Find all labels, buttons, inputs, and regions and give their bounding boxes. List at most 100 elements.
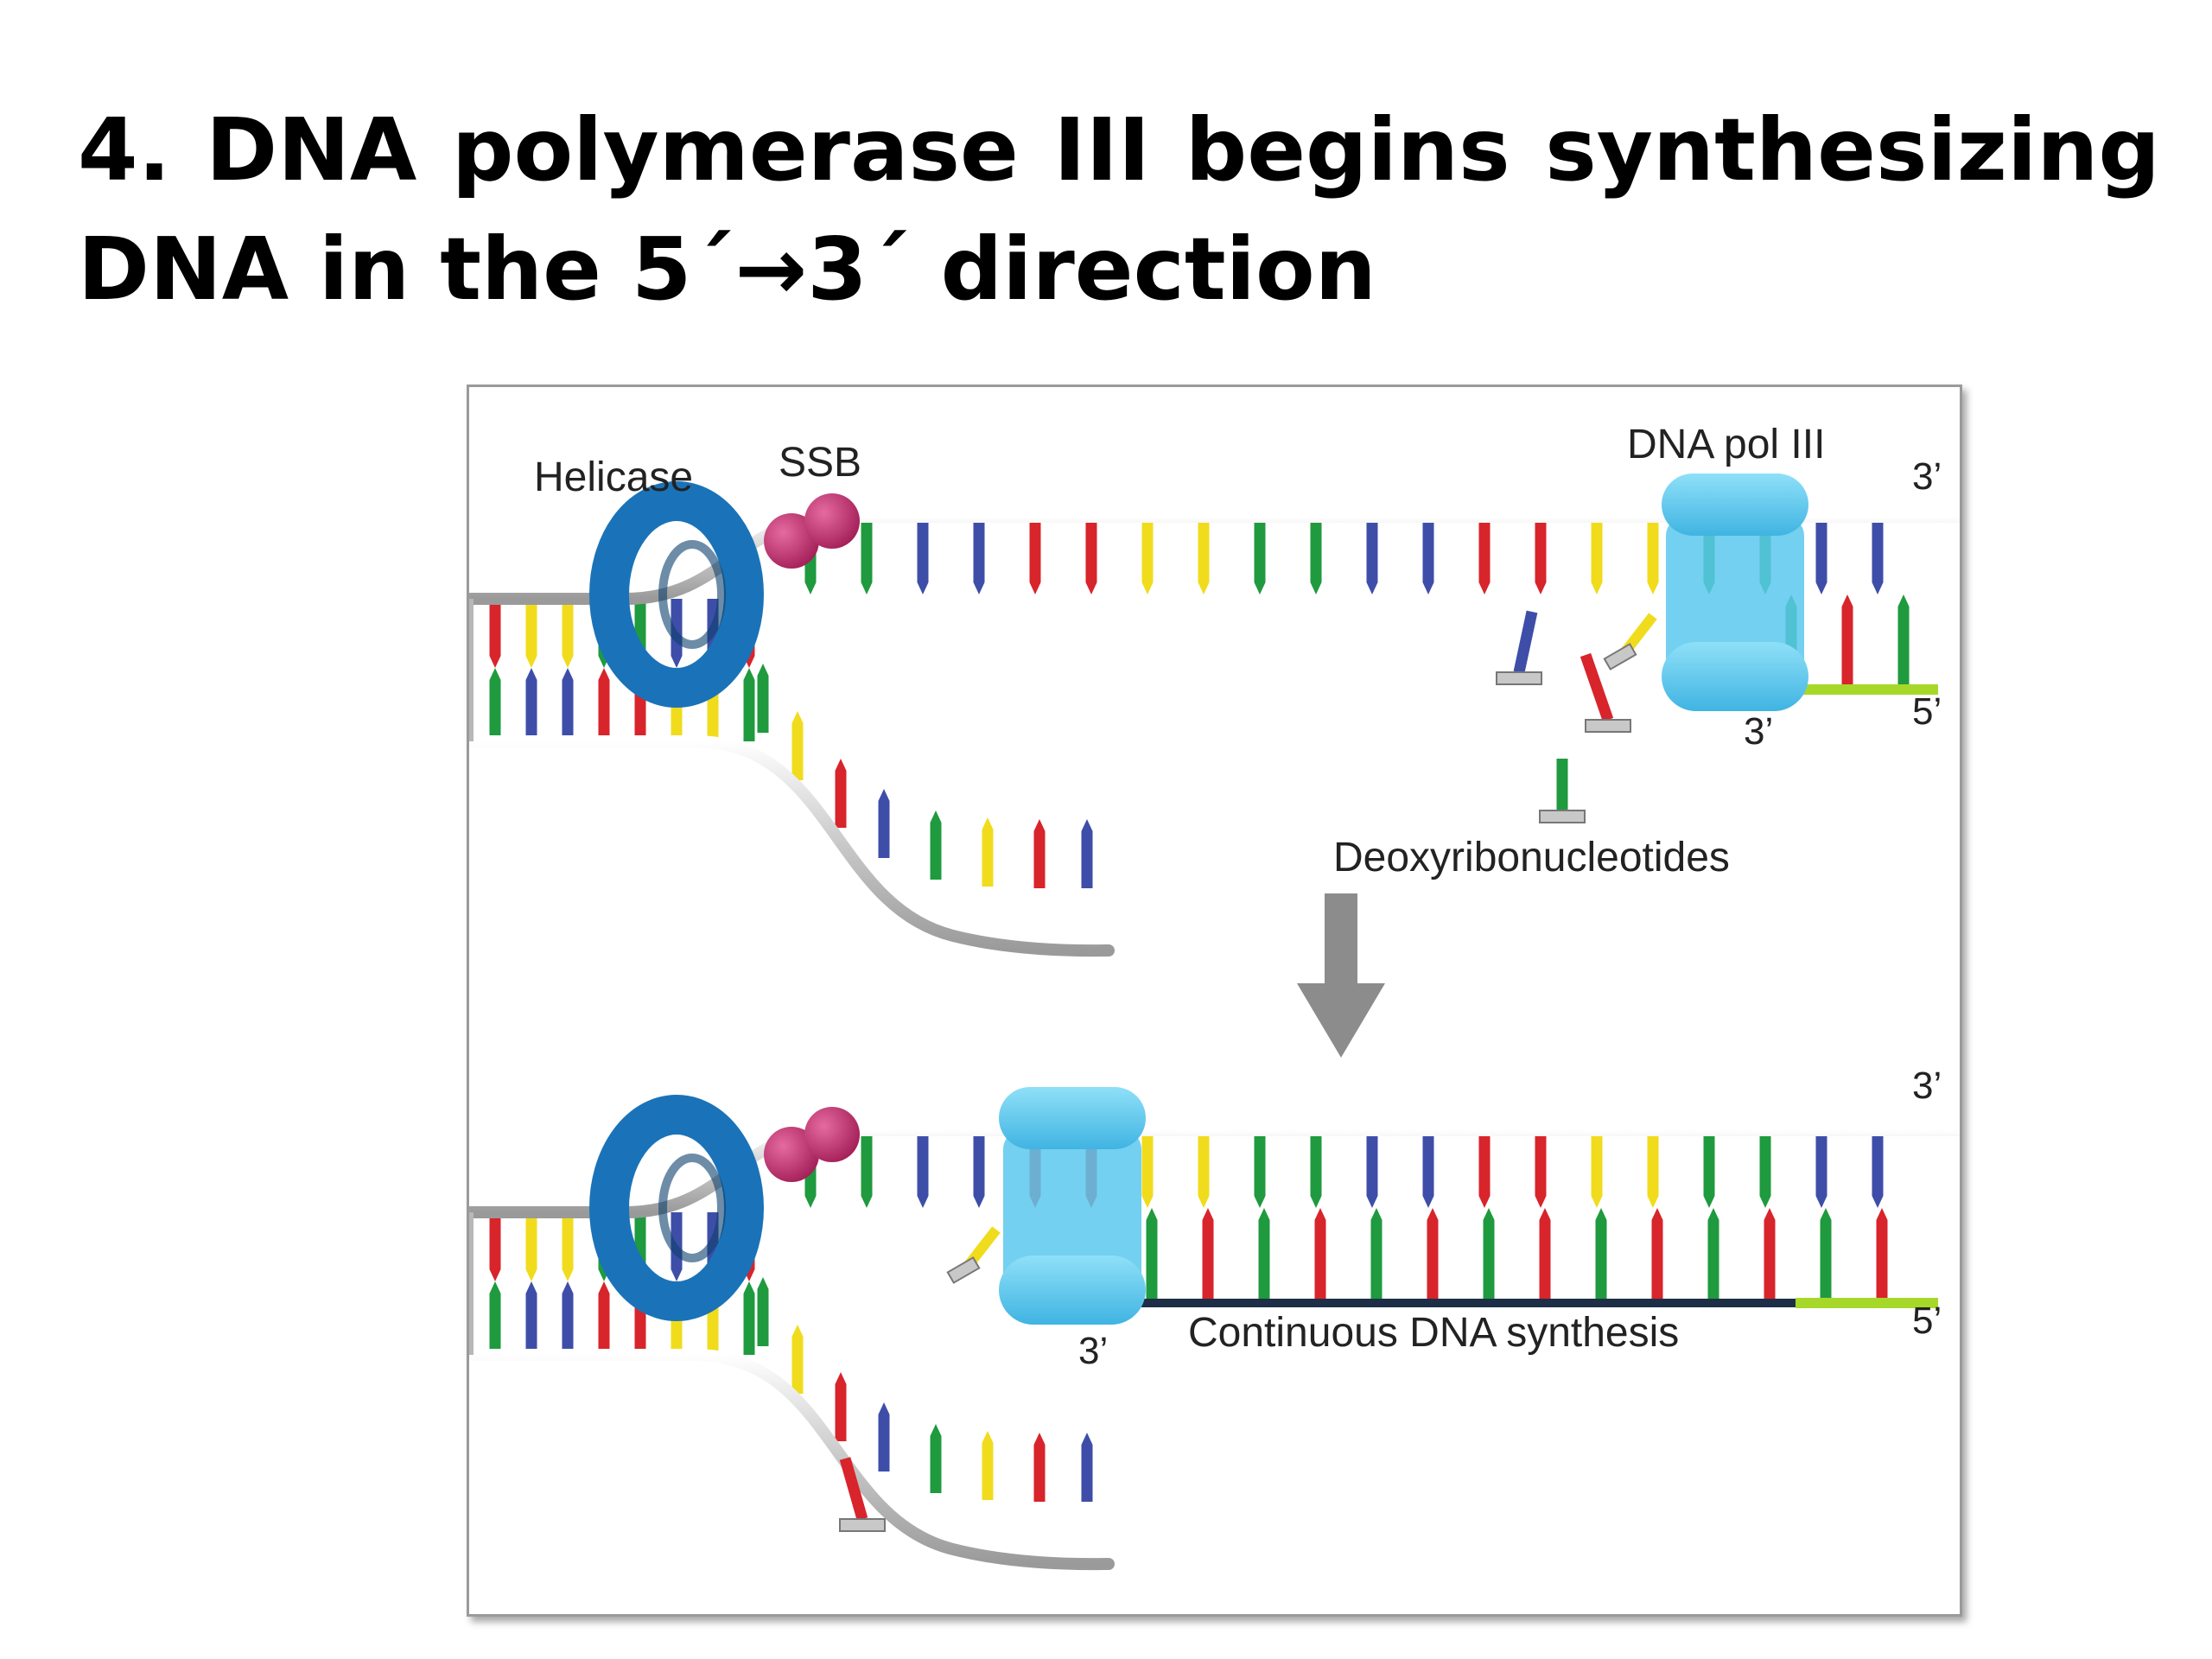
nucleotide-base: [489, 1212, 501, 1281]
nucleotide-base: [1081, 819, 1093, 888]
dna-replication-figure: Helicase SSB DNA pol III Deoxyribonucleo…: [467, 385, 1962, 1617]
nucleotide-base: [835, 1372, 847, 1441]
nucleotide-base: [1539, 1208, 1551, 1303]
nucleotide-base: [1258, 1208, 1270, 1303]
new-strand-5-prime-end-label: 5’: [1912, 690, 1942, 733]
nucleotide-base: [1198, 517, 1210, 594]
nucleotide-base: [1876, 1208, 1888, 1303]
nucleotide-base: [562, 668, 574, 741]
free-nucleotide-phosphate: [1585, 719, 1631, 733]
nucleotide-base: [1310, 1130, 1322, 1208]
nucleotide-base: [525, 1212, 537, 1281]
nucleotide-base: [757, 664, 769, 733]
nucleotide-base: [743, 668, 755, 741]
nucleotide-base: [1703, 1130, 1715, 1208]
nucleotide-base: [562, 1212, 574, 1281]
new-strand-5-prime-end-label: 5’: [1912, 1300, 1942, 1342]
nucleotide-base: [1815, 1130, 1827, 1208]
nucleotide-base: [1198, 1130, 1210, 1208]
nucleotide-base: [525, 1281, 537, 1355]
nucleotide-base: [1651, 1208, 1663, 1303]
free-nucleotides: [1496, 610, 1657, 823]
nucleotide-base: [1483, 1208, 1495, 1303]
new-strand-3-prime-end-label: 3’: [1078, 1330, 1108, 1372]
ssb-protein: [804, 1107, 860, 1162]
nucleotide-base: [1707, 1208, 1719, 1303]
deoxyribonucleotides-label: Deoxyribonucleotides: [1333, 835, 1730, 880]
nucleotide-base: [1422, 517, 1434, 594]
nucleotide-base: [878, 1402, 890, 1471]
nucleotide-base: [1141, 1130, 1154, 1208]
nucleotide-base: [861, 517, 873, 594]
nucleotide-base: [861, 1130, 873, 1208]
ssb-protein: [804, 493, 860, 549]
dna-pol-iii-bottom-subunit: [999, 1255, 1146, 1325]
nucleotide-base: [1897, 594, 1910, 690]
helicase-ring: [589, 481, 764, 708]
nucleotide-base: [917, 517, 929, 594]
helicase-inner-shadow: [658, 1154, 726, 1262]
dna-pol-iii-top-subunit: [999, 1087, 1146, 1149]
nucleotide-base: [757, 1277, 769, 1346]
free-nucleotide: [839, 1457, 868, 1521]
nucleotide-base: [1872, 517, 1884, 594]
nucleotide-base: [525, 599, 537, 668]
free-nucleotide-phosphate: [1496, 671, 1542, 685]
nucleotide-base: [878, 789, 890, 858]
nucleotide-base: [1591, 1130, 1603, 1208]
nucleotide-base: [835, 759, 847, 828]
slide-title: 4. DNA polymerase III begins synthesizin…: [78, 99, 2160, 320]
nucleotide-base: [1427, 1208, 1439, 1303]
nucleotide-base: [562, 1281, 574, 1355]
nucleotide-base: [1764, 1208, 1776, 1303]
nucleotide-base: [489, 599, 501, 668]
nucleotide-base: [562, 599, 574, 668]
nucleotide-base: [1759, 1130, 1771, 1208]
bottom-panel: Continuous DNA synthesis 3’ 5’ 3’: [469, 1065, 1960, 1571]
lagging-template-backbone: [469, 1349, 1115, 1571]
nucleotide-base: [598, 1281, 610, 1355]
nucleotide-base: [1815, 517, 1827, 594]
nucleotide-base: [743, 1281, 755, 1355]
down-arrow: [1297, 893, 1385, 1058]
nucleotide-base: [1647, 517, 1659, 594]
template-3-prime-end-label: 3’: [1912, 455, 1942, 498]
nucleotide-base: [1033, 1433, 1046, 1502]
nucleotide-base: [1146, 1208, 1158, 1303]
new-strand-3-prime-end-label: 3’: [1744, 710, 1773, 753]
proteins: [589, 474, 1808, 711]
nucleotide-base: [1820, 1208, 1832, 1303]
nucleotide-base: [1081, 1433, 1093, 1502]
free-nucleotide-phosphate: [839, 1518, 886, 1532]
nucleotide-base: [1535, 517, 1547, 594]
phosphate-group: [946, 1256, 981, 1284]
nucleotide-base: [982, 817, 994, 887]
free-nucleotide-phosphate: [1539, 810, 1586, 823]
proteins: [589, 1087, 1146, 1325]
nucleotide-base: [1202, 1208, 1214, 1303]
free-nucleotides: [839, 1226, 1001, 1532]
nucleotide-base: [1029, 517, 1041, 594]
nucleotide-base: [1033, 819, 1046, 888]
nucleotide-base: [1591, 517, 1603, 594]
nucleotide-base: [982, 1431, 994, 1500]
nucleotide-base: [1254, 517, 1266, 594]
dna-pol-iii-top-subunit: [1662, 474, 1808, 536]
free-nucleotide: [1580, 652, 1614, 722]
nucleotide-base: [1366, 517, 1378, 594]
nucleotide-base: [1478, 517, 1491, 594]
lagging-template-backbone: [469, 735, 1115, 957]
template-3-prime-end-label: 3’: [1912, 1065, 1942, 1107]
top-panel: Helicase SSB DNA pol III Deoxyribonucleo…: [469, 422, 1960, 957]
helicase-ring: [589, 1095, 764, 1321]
nucleotide-base: [1841, 594, 1853, 690]
nucleotide-base: [973, 1130, 985, 1208]
nucleotide-base: [1314, 1208, 1326, 1303]
nucleotide-base: [1478, 1130, 1491, 1208]
nucleotide-base: [1085, 517, 1097, 594]
nucleotide-base: [1647, 1130, 1659, 1208]
continuous-synthesis-label: Continuous DNA synthesis: [1188, 1310, 1679, 1356]
phosphate-group: [1603, 643, 1637, 671]
nucleotide-base: [1872, 1130, 1884, 1208]
nucleotide-base: [791, 711, 804, 780]
